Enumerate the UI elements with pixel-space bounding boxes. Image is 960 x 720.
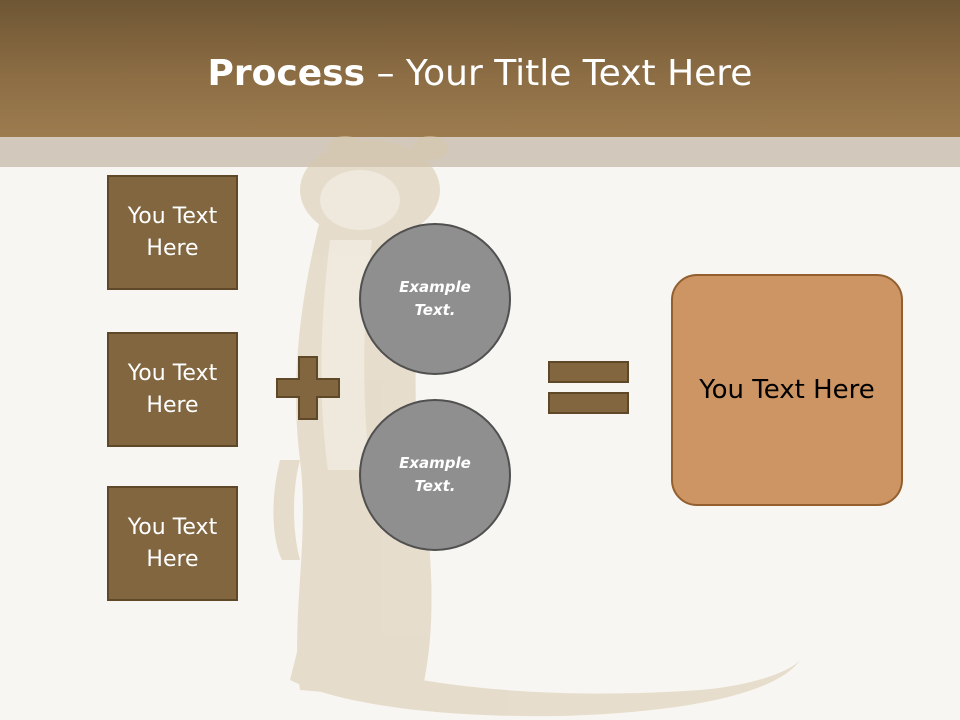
result-label: You Text Here (699, 375, 875, 405)
circle-label: Example Text. (399, 278, 471, 319)
title-rest-part: Your Title Text Here (405, 53, 753, 94)
title-bar (0, 0, 960, 137)
equals-icon (548, 361, 629, 414)
input-box-label: You Text Here (127, 203, 218, 261)
slide-title: Process – Your Title Text Here (0, 52, 960, 96)
result-box: You Text Here (671, 274, 903, 506)
title-underline-band (0, 137, 960, 167)
input-box-2: You Text Here (107, 332, 238, 447)
input-box-label: You Text Here (127, 360, 218, 418)
example-circle-1: Example Text. (359, 223, 511, 375)
circle-label: Example Text. (399, 454, 471, 495)
title-bold-part: Process (207, 53, 366, 94)
plus-icon (276, 356, 340, 420)
title-separator: – (365, 53, 406, 94)
input-box-3: You Text Here (107, 486, 238, 601)
input-box-1: You Text Here (107, 175, 238, 290)
example-circle-2: Example Text. (359, 399, 511, 551)
input-box-label: You Text Here (127, 514, 218, 572)
